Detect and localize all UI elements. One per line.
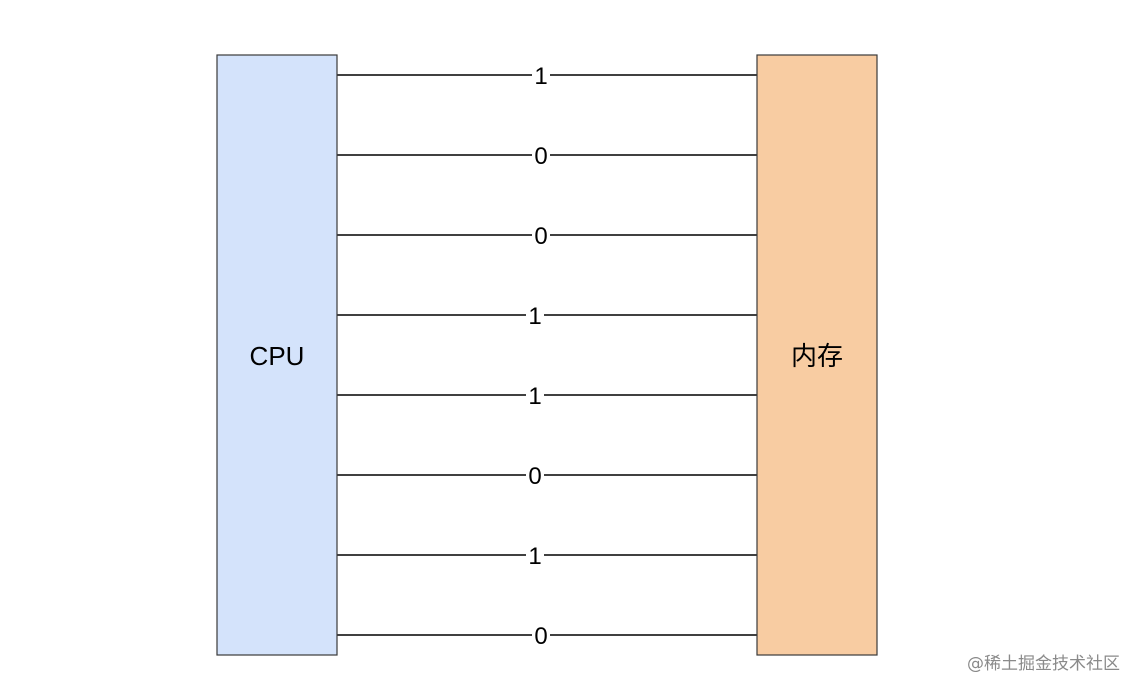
bit-label-background-7 bbox=[526, 543, 544, 567]
bit-label-1: 1 bbox=[534, 63, 547, 90]
bit-label-6: 0 bbox=[528, 463, 541, 490]
bus-lines: 1 0 0 1 1 0 1 0 bbox=[337, 63, 757, 650]
watermark: @稀土掘金技术社区 bbox=[967, 654, 1120, 674]
bit-label-8: 0 bbox=[534, 623, 547, 650]
memory-label: 内存 bbox=[791, 341, 843, 371]
bit-label-background-1 bbox=[532, 63, 550, 87]
cpu-block bbox=[216, 54, 338, 656]
bit-label-2: 0 bbox=[534, 143, 547, 170]
bit-label-background-5 bbox=[526, 383, 544, 407]
bit-label-5: 1 bbox=[528, 383, 541, 410]
bit-label-background-2 bbox=[532, 143, 550, 167]
bit-label-background-8 bbox=[532, 623, 550, 647]
memory-block bbox=[756, 54, 878, 656]
bit-label-3: 0 bbox=[534, 223, 547, 250]
bit-label-7: 1 bbox=[528, 543, 541, 570]
cpu-label: CPU bbox=[250, 341, 305, 371]
bit-label-background-4 bbox=[526, 303, 544, 327]
bit-label-background-6 bbox=[526, 463, 544, 487]
bit-label-background-3 bbox=[532, 223, 550, 247]
bit-label-4: 1 bbox=[528, 303, 541, 330]
